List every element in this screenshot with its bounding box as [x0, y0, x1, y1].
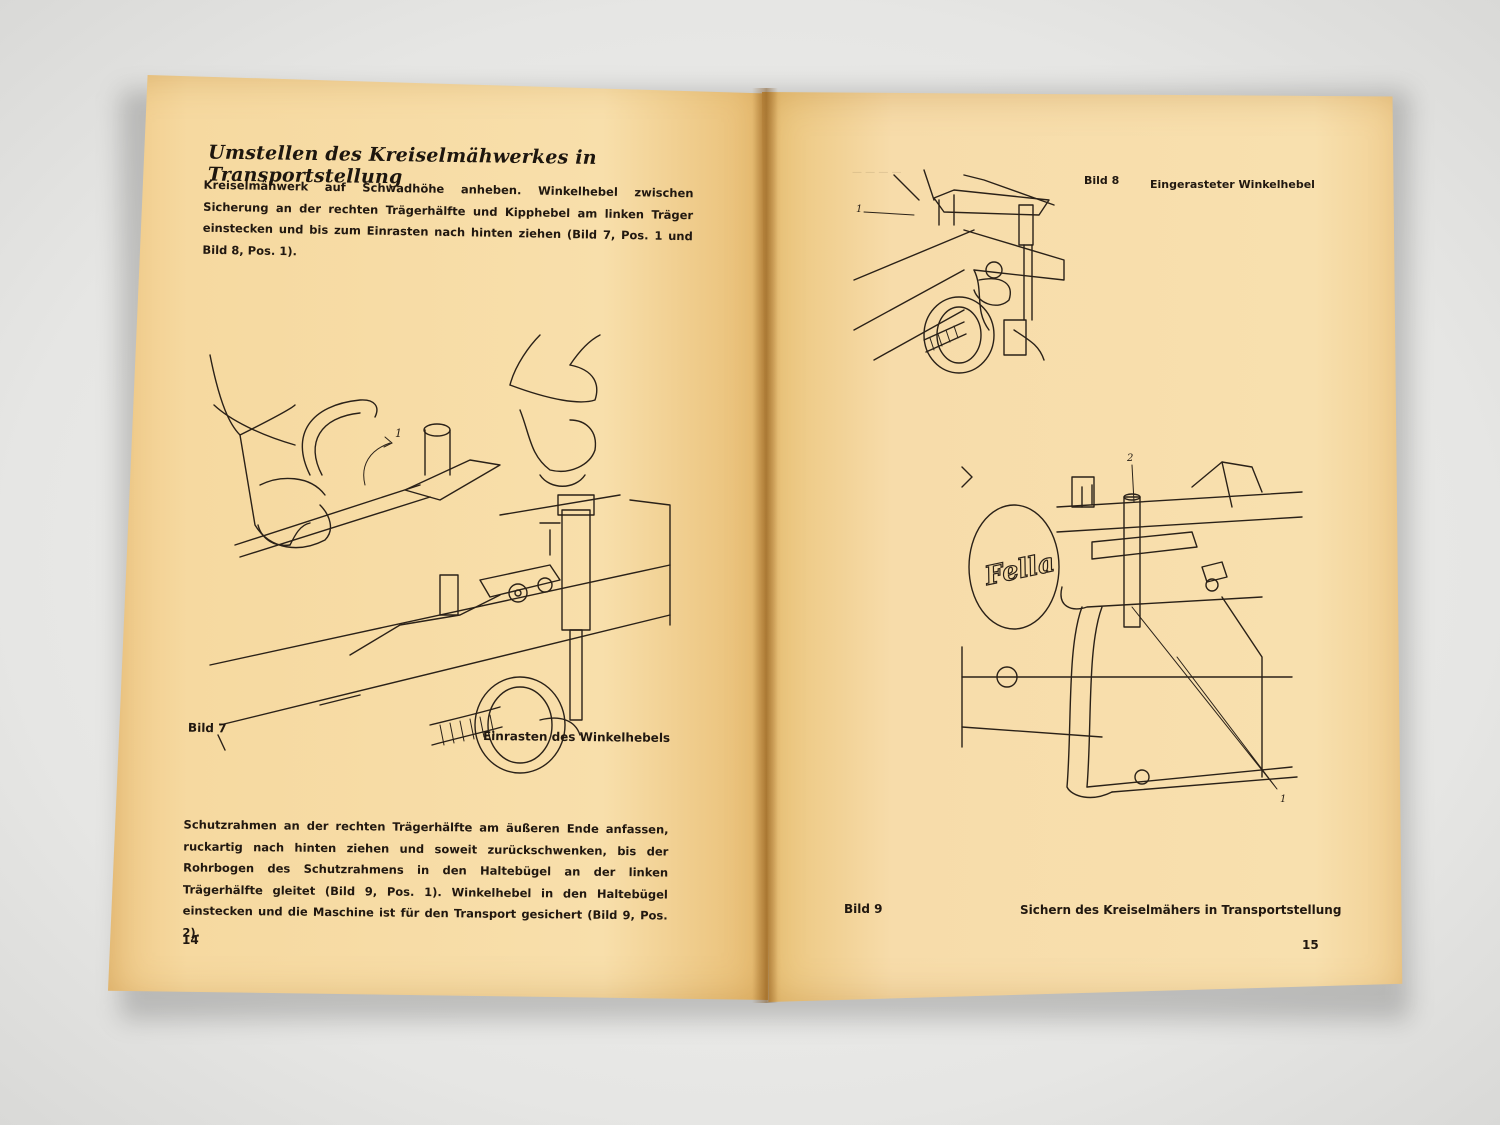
- brand-logo: Fella: [981, 548, 1057, 592]
- intro-paragraph: Kreiselmähwerk auf Schwadhöhe anheben. W…: [202, 177, 694, 258]
- figure-8-illustration: 1: [853, 169, 1065, 374]
- right-page: — — — — 1 Bild 8 Eingerasteter Winkelheb…: [762, 92, 1403, 1002]
- figure-8-label: Bild 8: [1084, 174, 1120, 187]
- figure-9-illustration: 2 Fella 1: [961, 453, 1303, 805]
- figure-8-callout: 1: [856, 204, 862, 215]
- figure-7-caption: Einrasten des Winkelhebels: [482, 729, 671, 745]
- body-paragraph: Schutzrahmen an der rechten Trägerhälfte…: [182, 817, 669, 940]
- figure-8-caption: Eingerasteter Winkelhebel: [1150, 178, 1315, 191]
- figure-9-caption: Sichern des Kreiselmähers in Transportst…: [1020, 903, 1342, 917]
- figure-9-callout-1: 1: [1280, 794, 1286, 805]
- figure-9-callout-2: 2: [1126, 453, 1133, 464]
- page-number-left: 14: [182, 933, 199, 947]
- page-number-right: 15: [1302, 938, 1319, 952]
- figure-7-illustration: 1: [209, 334, 671, 774]
- figure-7-label: Bild 7: [187, 720, 227, 736]
- figure-9-label: Bild 9: [844, 902, 883, 916]
- figure-7-callout: 1: [395, 427, 402, 440]
- left-page: Umstellen des Kreiselmähwerkes in Transp…: [108, 75, 768, 1000]
- bleed-through-text: — — — —: [852, 167, 902, 178]
